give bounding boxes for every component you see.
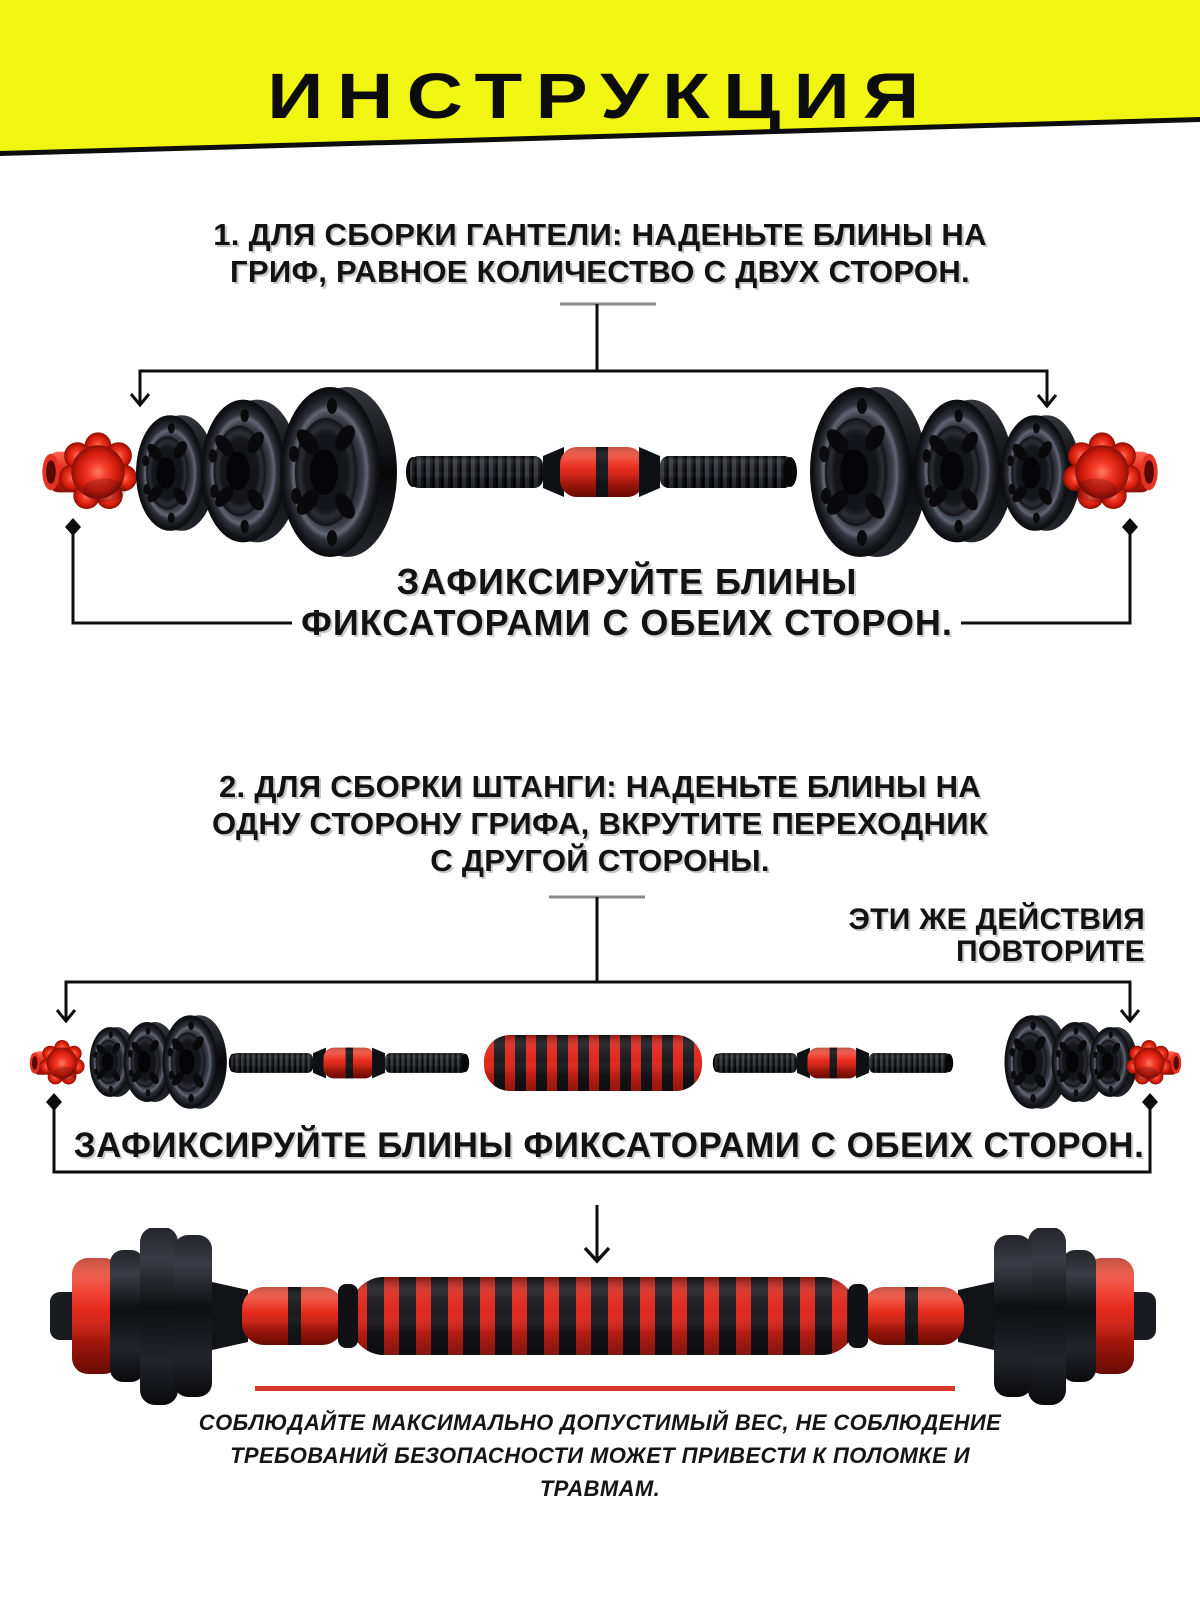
dumbbell-lock-left xyxy=(42,432,137,510)
assembled-right-end xyxy=(848,1228,1156,1405)
step2-heading: 2. ДЛЯ СБОРКИ ШТАНГИ: НАДЕНЬТЕ БЛИНЫ НА … xyxy=(0,768,1200,879)
step2-side-note-line2: ПОВТОРИТЕ xyxy=(956,935,1145,968)
page-title: ИНСТРУКЦИЯ xyxy=(267,59,933,132)
barbell-handle-right xyxy=(712,1047,954,1079)
dumbbell-plate-medium-right xyxy=(915,399,1014,543)
step1-heading-line1: 1. ДЛЯ СБОРКИ ГАНТЕЛИ: НАДЕНЬТЕ БЛИНЫ НА xyxy=(213,217,987,252)
warning-line1: СОБЛЮДАЙТЕ МАКСИМАЛЬНО ДОПУСТИМЫЙ ВЕС, Н… xyxy=(198,1410,1002,1435)
step1-heading-line2: ГРИФ, РАВНОЕ КОЛИЧЕСТВО С ДВУХ СТОРОН. xyxy=(230,254,970,289)
barbell-plate-large-left xyxy=(162,1015,227,1109)
step2-heading-line3: С ДРУГОЙ СТОРОНЫ. xyxy=(430,843,770,878)
step1-heading: 1. ДЛЯ СБОРКИ ГАНТЕЛИ: НАДЕНЬТЕ БЛИНЫ НА… xyxy=(0,216,1200,290)
barbell-exploded-diagram xyxy=(29,1015,1182,1109)
warning-line3: ТРАВМАМ. xyxy=(539,1476,661,1501)
barbell-handle-left xyxy=(228,1047,470,1079)
assembled-center-tube-shade xyxy=(350,1277,856,1355)
step2-side-note: ЭТИ ЖЕ ДЕЙСТВИЯ ПОВТОРИТЕ xyxy=(848,904,1145,968)
warning-text: СОБЛЮДАЙТЕ МАКСИМАЛЬНО ДОПУСТИМЫЙ ВЕС, Н… xyxy=(0,1406,1200,1505)
assembled-barbell-image xyxy=(50,1228,1156,1405)
warning-divider-line xyxy=(255,1386,955,1391)
step1-note-line1: ЗАФИКСИРУЙТЕ БЛИНЫ xyxy=(396,561,858,602)
step2-heading-line1: 2. ДЛЯ СБОРКИ ШТАНГИ: НАДЕНЬТЕ БЛИНЫ НА xyxy=(219,769,981,804)
step2-heading-line2: ОДНУ СТОРОНУ ГРИФА, ВКРУТИТЕ ПЕРЕХОДНИК xyxy=(211,806,989,841)
step2-note: ЗАФИКСИРУЙТЕ БЛИНЫ ФИКСАТОРАМИ С ОБЕИХ С… xyxy=(73,1126,1145,1165)
step1-note: ЗАФИКСИРУЙТЕ БЛИНЫ ФИКСАТОРАМИ С ОБЕИХ С… xyxy=(54,561,1200,643)
dumbbell-plate-large-right xyxy=(810,387,927,557)
warning-line2: ТРЕБОВАНИЙ БЕЗОПАСНОСТИ МОЖЕТ ПРИВЕСТИ К… xyxy=(230,1443,970,1468)
assembled-left-end xyxy=(50,1228,358,1405)
step2-side-note-line1: ЭТИ ЖЕ ДЕЙСТВИЯ xyxy=(848,903,1145,936)
dumbbell-exploded-diagram xyxy=(42,387,1158,557)
barbell-lock-left xyxy=(29,1040,85,1085)
dumbbell-bar xyxy=(406,447,797,497)
step1-note-line2: ФИКСАТОРАМИ С ОБЕИХ СТОРОН. xyxy=(301,602,953,643)
dumbbell-plate-large-left xyxy=(280,387,397,557)
barbell-connector-tube xyxy=(484,1035,702,1091)
